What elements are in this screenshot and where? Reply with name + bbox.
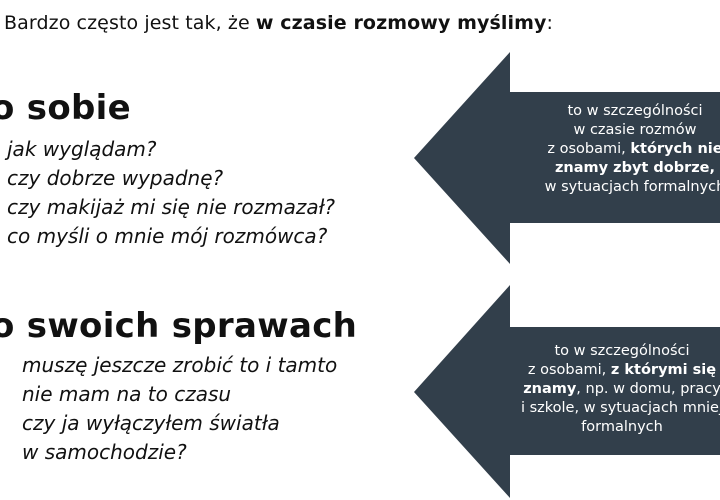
arrow-bottom-line3-bold: znamy xyxy=(523,381,577,397)
left-arrow-bottom xyxy=(414,285,720,498)
arrow-bottom-line3-suffix: , np. w domu, pracy xyxy=(576,381,720,397)
list-item: co myśli o mnie mój rozmówca? xyxy=(7,224,328,248)
arrow-bottom-line5: formalnych xyxy=(581,419,663,435)
arrow-bottom-line1: to w szczególności xyxy=(554,343,690,359)
arrow-top-line3-bold: których nie xyxy=(630,141,720,157)
list-item: czy dobrze wypadnę? xyxy=(7,166,224,190)
list-item: w samochodzie? xyxy=(22,440,187,464)
arrow-top-text: to w szczególności w czasie rozmów z oso… xyxy=(520,102,720,197)
arrow-top-line4: znamy zbyt dobrze, xyxy=(520,159,720,178)
intro-suffix: : xyxy=(546,12,554,34)
list-item: czy ja wyłączyłem światła xyxy=(22,411,280,435)
arrow-top-line5: w sytuacjach formalnych xyxy=(544,179,720,195)
heading-about-self: o sobie xyxy=(0,88,131,128)
arrow-top-line3-prefix: z osobami, xyxy=(547,141,631,157)
arrow-bottom-line2-prefix: z osobami, xyxy=(527,362,611,378)
list-item: jak wyglądam? xyxy=(7,137,157,161)
heading-about-affairs: o swoich sprawach xyxy=(0,306,358,346)
intro-bold: w czasie rozmowy myślimy xyxy=(255,12,547,34)
list-item: nie mam na to czasu xyxy=(22,382,232,406)
arrow-bottom-line4: i szkole, w sytuacjach mniej xyxy=(520,400,720,416)
arrow-top-line4-bold: znamy zbyt dobrze, xyxy=(554,160,716,176)
list-item: czy makijaż mi się nie rozmazał? xyxy=(7,195,335,219)
arrow-bottom-line3: znamy, np. w domu, pracy xyxy=(492,380,720,399)
list-item: muszę jeszcze zrobić to i tamto xyxy=(22,353,338,377)
affairs-questions-list: muszę jeszcze zrobić to i tamto nie mam … xyxy=(22,351,337,467)
left-arrow-top xyxy=(414,52,720,264)
arrow-bottom-line2: z osobami, z którymi się xyxy=(492,361,720,380)
arrow-bottom-line2-bold: z którymi się xyxy=(610,362,717,378)
arrow-top-line3: z osobami, których nie xyxy=(520,140,720,159)
intro-prefix: Bardzo często jest tak, że xyxy=(4,12,256,34)
arrow-bottom-text: to w szczególności z osobami, z którymi … xyxy=(492,342,720,437)
arrow-top-line1: to w szczególności xyxy=(567,103,703,119)
self-questions-list: jak wyglądam? czy dobrze wypadnę? czy ma… xyxy=(7,135,335,251)
intro-sentence: Bardzo często jest tak, że w czasie rozm… xyxy=(4,12,553,34)
arrow-top-line2: w czasie rozmów xyxy=(573,122,697,138)
